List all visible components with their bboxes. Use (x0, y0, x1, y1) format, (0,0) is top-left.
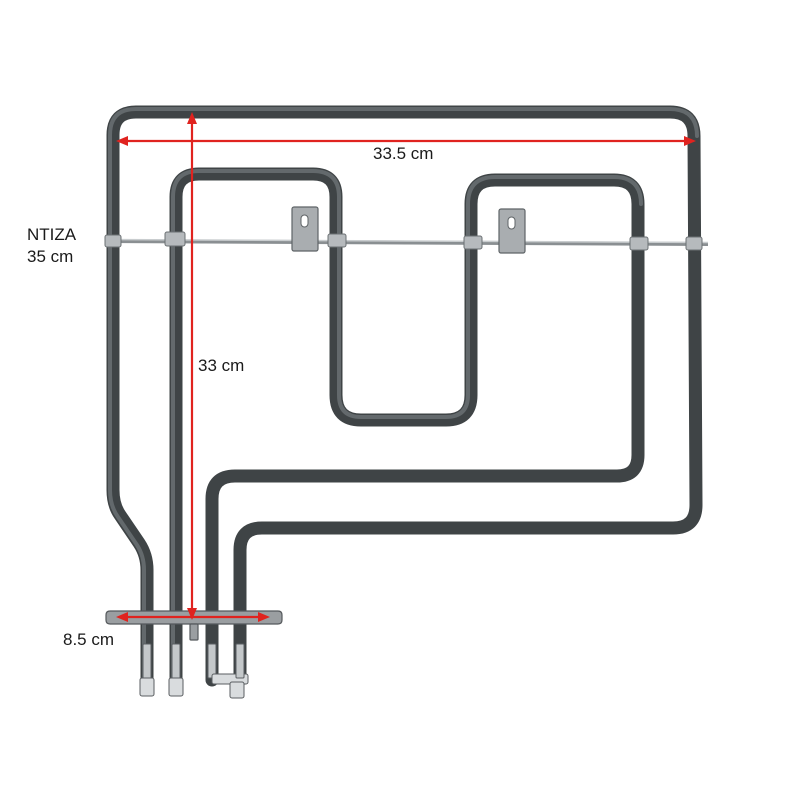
rod-clip (463, 235, 483, 250)
rod-clip (327, 233, 347, 248)
rod-clip (629, 236, 649, 251)
terminal (229, 643, 245, 699)
bracket-width-label: 8.5 cm (63, 630, 115, 649)
cord-length-label: NTIZA 35 cm (27, 224, 76, 268)
height-dimension-line (187, 112, 197, 620)
bracket-dimension-line (116, 612, 270, 622)
outer-tube (106, 105, 703, 687)
support-rod (104, 231, 709, 251)
rod-clip (685, 236, 703, 251)
terminal (139, 643, 155, 697)
width-dimension-line (116, 136, 696, 146)
cord-label-line1: NTIZA (27, 225, 77, 244)
mounting-tab (498, 208, 526, 254)
width-label: 33.5 cm (373, 144, 434, 163)
cord-label-line2: 35 cm (27, 247, 74, 266)
mounting-tab (291, 206, 319, 252)
terminal-bracket (105, 610, 283, 641)
rod-clip (104, 234, 122, 248)
inner-tube (169, 167, 645, 687)
rod-clip (164, 231, 186, 247)
terminal (168, 643, 184, 697)
height-label: 33 cm (198, 356, 245, 375)
